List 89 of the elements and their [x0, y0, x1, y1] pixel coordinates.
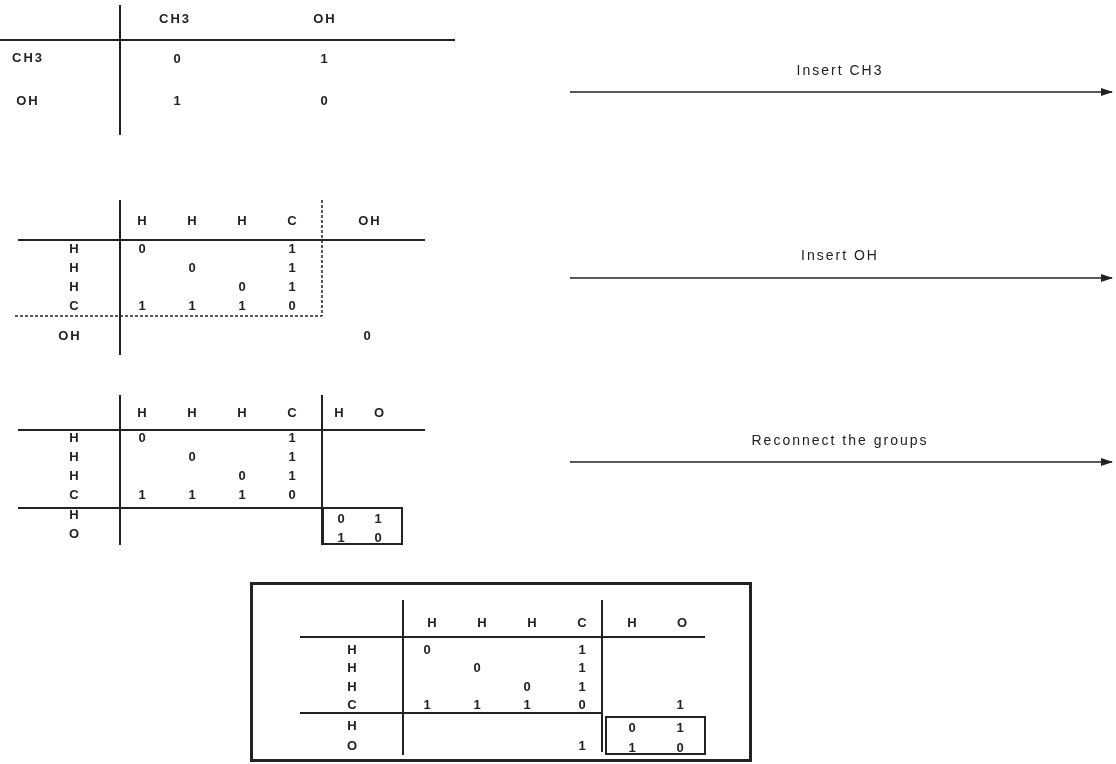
matrix-entry: 1 — [288, 259, 298, 275]
matrix-entry: H — [187, 212, 199, 228]
matrix-entry: 0 — [288, 297, 298, 313]
matrix-entry: H — [137, 404, 149, 420]
matrix-entry: H — [347, 678, 359, 694]
matrix-entry: 0 — [676, 739, 686, 755]
matrix-entry: 1 — [578, 659, 588, 675]
matrix-entry: 0 — [523, 678, 533, 694]
matrix-entry: H — [334, 404, 346, 420]
matrix-entry: OH — [313, 10, 337, 26]
matrix-entry: H — [427, 614, 439, 630]
arrow-label: Insert OH — [801, 247, 879, 263]
matrix-entry: 1 — [288, 240, 298, 256]
matrix-entry: 0 — [423, 641, 433, 657]
matrix-entry: 0 — [628, 719, 638, 735]
matrix-entry: 1 — [578, 641, 588, 657]
matrix-entry: 1 — [138, 297, 148, 313]
matrix-entry: CH3 — [12, 49, 44, 65]
matrix-entry: 1 — [188, 297, 198, 313]
matrix-entry: O — [373, 404, 387, 420]
matrix-entry: 0 — [578, 696, 588, 712]
submatrix-box — [605, 716, 706, 755]
matrix-entry: 0 — [173, 50, 183, 66]
matrix-entry: O — [68, 525, 82, 541]
matrix-entry: 1 — [423, 696, 433, 712]
matrix-entry: H — [237, 404, 249, 420]
matrix-entry: 1 — [676, 719, 686, 735]
matrix-entry: 1 — [288, 448, 298, 464]
matrix-entry: H — [69, 448, 81, 464]
matrix-entry: 1 — [173, 92, 183, 108]
matrix-entry: H — [69, 278, 81, 294]
matrix-entry: C — [69, 486, 81, 502]
matrix-entry: 0 — [138, 240, 148, 256]
matrix-entry: OH — [358, 212, 382, 228]
matrix-entry: H — [347, 717, 359, 733]
matrix-entry: 1 — [374, 510, 384, 526]
matrix-entry: 1 — [138, 486, 148, 502]
matrix-entry: 1 — [188, 486, 198, 502]
matrix-entry: H — [69, 240, 81, 256]
matrix-entry: 1 — [288, 467, 298, 483]
matrix-entry: 1 — [676, 696, 686, 712]
matrix-entry: 1 — [320, 50, 330, 66]
submatrix-box — [322, 507, 403, 545]
matrix-entry: O — [346, 737, 360, 753]
matrix-entry: 1 — [337, 529, 347, 545]
matrix-entry: H — [69, 259, 81, 275]
matrix-entry: H — [477, 614, 489, 630]
matrix-entry: C — [577, 614, 589, 630]
matrix-entry: 0 — [374, 529, 384, 545]
arrow-label: Reconnect the groups — [751, 432, 929, 448]
matrix-entry: 0 — [138, 429, 148, 445]
matrix-entry: 0 — [337, 510, 347, 526]
matrix-entry: 1 — [523, 696, 533, 712]
matrix-entry: H — [69, 506, 81, 522]
matrix-entry: 1 — [628, 739, 638, 755]
matrix-entry: 0 — [320, 92, 330, 108]
matrix-frame — [250, 582, 752, 762]
matrix-entry: 1 — [578, 737, 588, 753]
matrix-entry: H — [187, 404, 199, 420]
matrix-entry: 1 — [288, 278, 298, 294]
matrix-entry: O — [676, 614, 690, 630]
matrix-entry: H — [237, 212, 249, 228]
matrix-entry: H — [69, 467, 81, 483]
matrix-entry: 1 — [238, 486, 248, 502]
matrix-entry: 1 — [578, 678, 588, 694]
matrix-entry: 0 — [188, 448, 198, 464]
matrix-entry: H — [627, 614, 639, 630]
matrix-entry: C — [69, 297, 81, 313]
matrix-entry: 0 — [188, 259, 198, 275]
matrix-entry: H — [137, 212, 149, 228]
matrix-entry: H — [527, 614, 539, 630]
matrix-entry: 1 — [288, 429, 298, 445]
matrix-entry: H — [69, 429, 81, 445]
matrix-entry: 1 — [238, 297, 248, 313]
arrow-label: Insert CH3 — [796, 62, 884, 78]
matrix-entry: CH3 — [159, 10, 191, 26]
matrix-entry: C — [347, 696, 359, 712]
matrix-entry: H — [347, 659, 359, 675]
matrix-entry: 0 — [238, 278, 248, 294]
matrix-entry: C — [287, 404, 299, 420]
matrix-entry: 0 — [238, 467, 248, 483]
matrix-entry: 0 — [363, 327, 373, 343]
matrix-entry: OH — [16, 92, 40, 108]
matrix-entry: OH — [58, 327, 82, 343]
matrix-entry: 1 — [473, 696, 483, 712]
matrix-entry: H — [347, 641, 359, 657]
matrix-entry: 0 — [473, 659, 483, 675]
matrix-entry: C — [287, 212, 299, 228]
matrix-entry: 0 — [288, 486, 298, 502]
